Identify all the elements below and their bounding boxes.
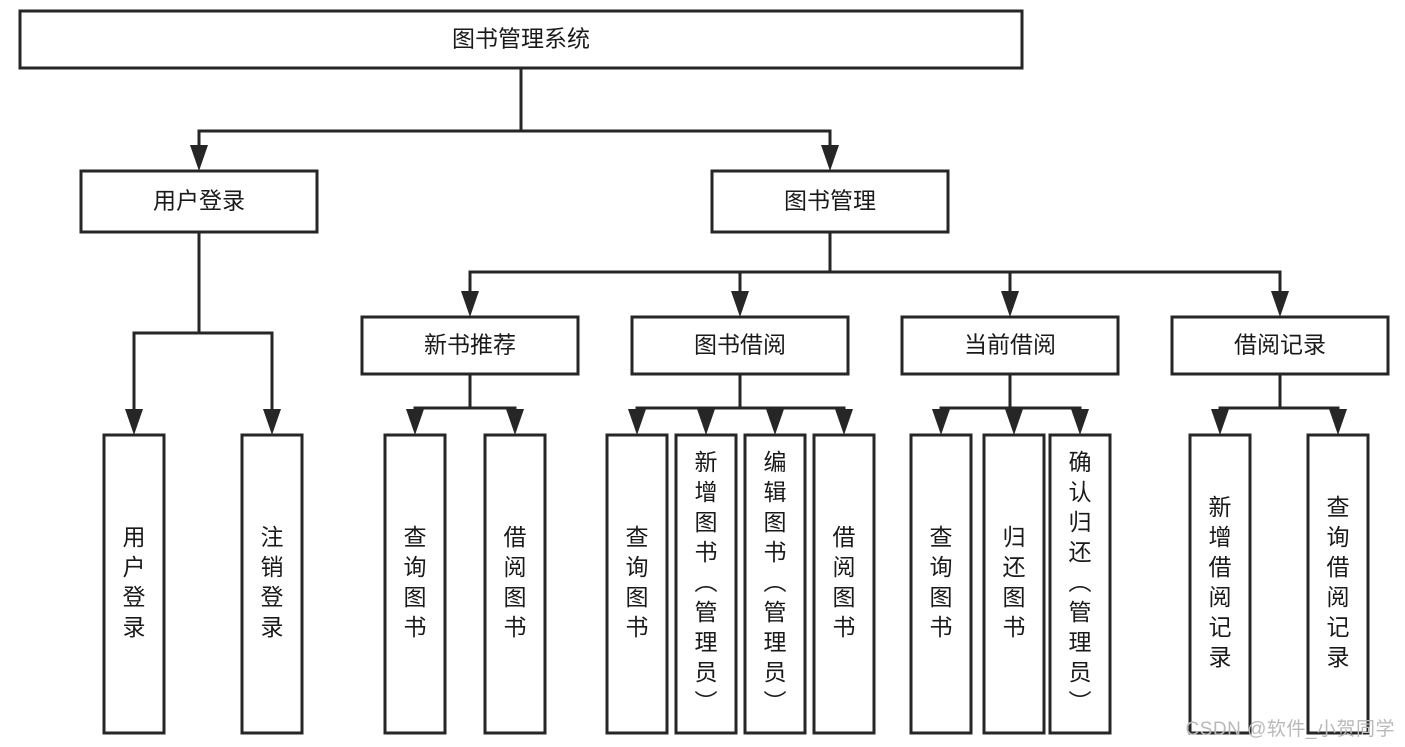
node-leaf-borrow-book-rec[interactable]: 借阅图书 [483,433,547,735]
node-box-leaf-query-book-bor[interactable] [605,433,669,735]
arrow-head-icon [1329,409,1347,435]
node-book-manage[interactable]: 图书管理 [710,169,950,234]
node-label-current-borrow: 当前借阅 [964,332,1056,358]
node-leaf-confirm-return[interactable]: 确认归还︵管理员︶ [1048,433,1112,735]
arrow-head-icon [506,409,524,435]
node-box-leaf-query-record[interactable] [1306,433,1370,735]
node-label-book-manage: 图书管理 [784,188,876,214]
node-box-book-manage[interactable] [710,169,950,234]
node-box-current-borrow[interactable] [900,315,1120,376]
arrow-head-icon [461,291,479,317]
node-label-root: 图书管理系统 [452,26,590,52]
node-box-leaf-query-book-cur[interactable] [909,433,973,735]
node-box-leaf-return-book[interactable] [982,433,1046,735]
node-book-borrow[interactable]: 图书借阅 [630,315,850,376]
node-box-book-borrow[interactable] [630,315,850,376]
node-label-borrow-record: 借阅记录 [1234,332,1326,358]
arrow-head-icon [1271,291,1289,317]
connector-group-new-book-recommend [406,372,524,435]
node-label-user-login: 用户登录 [153,188,245,214]
node-label-leaf-borrow-book-rec: 借阅图书 [504,524,527,640]
node-label-leaf-logout: 注销登录 [261,524,284,640]
node-new-book-recommend[interactable]: 新书推荐 [360,315,580,376]
node-box-leaf-edit-book[interactable] [743,433,807,735]
node-box-leaf-confirm-return[interactable] [1048,433,1112,735]
node-box-leaf-borrow-book-rec[interactable] [483,433,547,735]
arrow-head-icon [932,409,950,435]
arrow-head-icon [190,145,208,171]
node-box-root[interactable] [18,9,1024,70]
arrow-head-icon [1001,291,1019,317]
arrow-head-icon [628,409,646,435]
node-label-leaf-return-book: 归还图书 [1003,524,1026,640]
node-label-leaf-add-book: 新增图书︵管理员︶ [695,449,718,715]
node-leaf-return-book[interactable]: 归还图书 [982,433,1046,735]
nodes-layer: 图书管理系统用户登录图书管理新书推荐图书借阅当前借阅借阅记录用户登录注销登录查询… [18,9,1390,735]
node-label-new-book-recommend: 新书推荐 [424,332,516,358]
arrow-head-icon [731,291,749,317]
arrow-head-icon [1005,409,1023,435]
node-box-leaf-user-login[interactable] [102,433,166,735]
node-leaf-query-book-rec[interactable]: 查询图书 [383,433,447,735]
node-box-user-login[interactable] [79,169,319,234]
arrow-head-icon [406,409,424,435]
node-label-leaf-user-login: 用户登录 [123,524,146,640]
node-box-leaf-query-book-rec[interactable] [383,433,447,735]
node-leaf-query-book-bor[interactable]: 查询图书 [605,433,669,735]
arrow-head-icon [263,409,281,435]
node-box-leaf-add-record[interactable] [1188,433,1252,735]
node-user-login[interactable]: 用户登录 [79,169,319,234]
node-leaf-add-record[interactable]: 新增借阅记录 [1188,433,1252,735]
node-leaf-edit-book[interactable]: 编辑图书︵管理员︶ [743,433,807,735]
node-box-new-book-recommend[interactable] [360,315,580,376]
node-leaf-query-record[interactable]: 查询借阅记录 [1306,433,1370,735]
node-leaf-add-book[interactable]: 新增图书︵管理员︶ [674,433,738,735]
node-box-borrow-record[interactable] [1170,315,1390,376]
node-label-leaf-query-record: 查询借阅记录 [1327,494,1350,670]
node-borrow-record[interactable]: 借阅记录 [1170,315,1390,376]
arrow-head-icon [835,409,853,435]
arrow-head-icon [1071,409,1089,435]
node-label-leaf-borrow-book-bor: 借阅图书 [833,524,856,640]
node-label-leaf-edit-book: 编辑图书︵管理员︶ [764,449,787,715]
node-label-leaf-query-book-rec: 查询图书 [404,524,427,640]
arrow-head-icon [1211,409,1229,435]
node-leaf-query-book-cur[interactable]: 查询图书 [909,433,973,735]
node-box-leaf-add-book[interactable] [674,433,738,735]
connector-group-root [190,66,839,171]
node-current-borrow[interactable]: 当前借阅 [900,315,1120,376]
connector-group-current-borrow [932,372,1089,435]
node-label-leaf-add-record: 新增借阅记录 [1209,494,1232,670]
node-label-leaf-confirm-return: 确认归还︵管理员︶ [1069,449,1092,715]
node-root[interactable]: 图书管理系统 [18,9,1024,70]
node-label-leaf-query-book-bor: 查询图书 [626,524,649,640]
connectors-layer [125,66,1347,435]
node-leaf-borrow-book-bor[interactable]: 借阅图书 [812,433,876,735]
node-box-leaf-borrow-book-bor[interactable] [812,433,876,735]
connector-group-book-manage [461,230,1289,317]
node-leaf-user-login[interactable]: 用户登录 [102,433,166,735]
node-box-leaf-logout[interactable] [240,433,304,735]
node-label-book-borrow: 图书借阅 [694,332,786,358]
connector-group-borrow-record [1211,372,1347,435]
node-leaf-logout[interactable]: 注销登录 [240,433,304,735]
arrow-head-icon [821,145,839,171]
connector-group-user-login [125,230,281,435]
arrow-head-icon [697,409,715,435]
arrow-head-icon [125,409,143,435]
connector-group-book-borrow [628,372,853,435]
node-label-leaf-query-book-cur: 查询图书 [930,524,953,640]
arrow-head-icon [766,409,784,435]
csdn-watermark: CSDN @软件_小贺同学 [1185,719,1395,740]
